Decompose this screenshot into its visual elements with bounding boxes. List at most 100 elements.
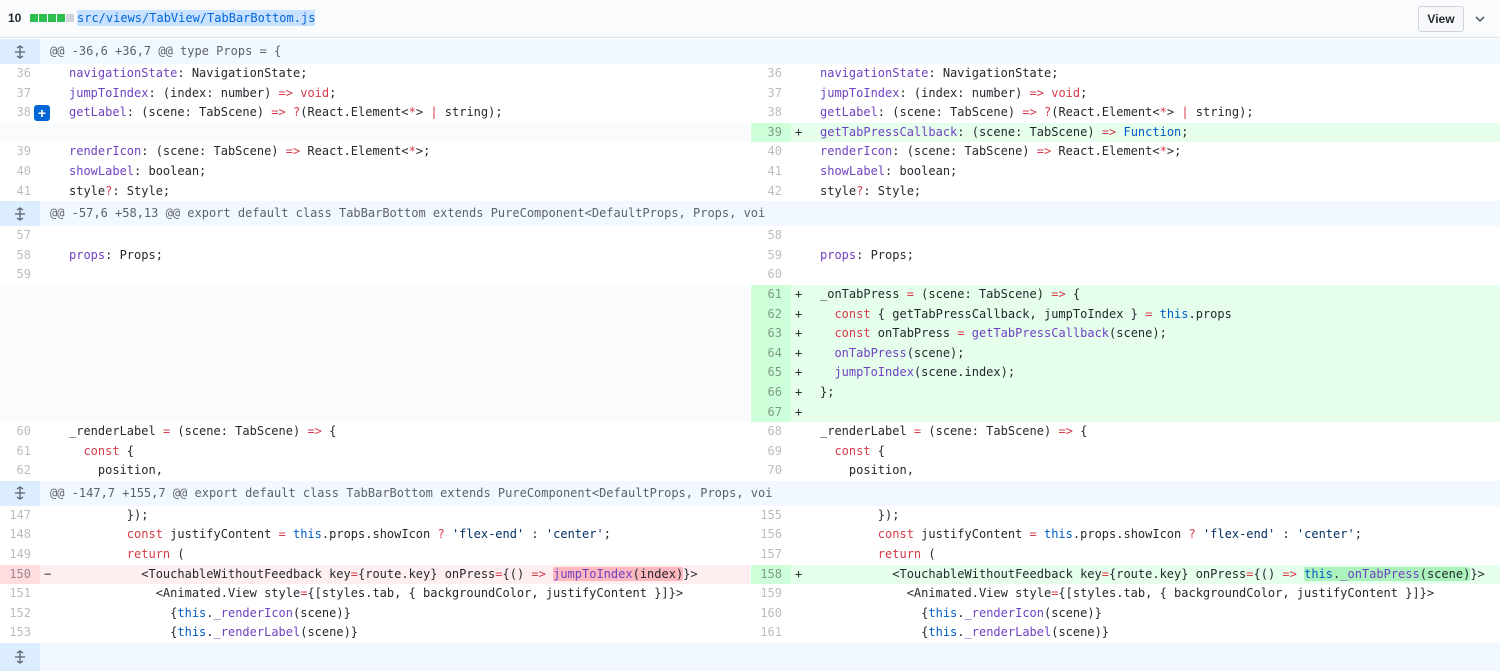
line-number[interactable]: 60	[16, 424, 31, 439]
line-number[interactable]: 160	[760, 605, 782, 620]
line-number[interactable]: 37	[767, 85, 782, 100]
line-number[interactable]: 40	[16, 163, 31, 178]
unfold-icon[interactable]	[0, 480, 40, 506]
code-line: const {	[83, 443, 135, 458]
code-line: showLabel: boolean;	[69, 163, 207, 178]
diff-stat-block-add	[57, 14, 65, 22]
line-number[interactable]: 62	[751, 304, 791, 325]
line-number[interactable]: 62	[16, 463, 31, 478]
right-line: 67+	[751, 402, 1500, 423]
right-line: 157 return (	[751, 545, 1500, 565]
line-number[interactable]: 157	[760, 547, 782, 562]
line-number[interactable]: 39	[16, 144, 31, 159]
line-number[interactable]: 68	[767, 424, 782, 439]
line-number[interactable]: 70	[767, 463, 782, 478]
line-number[interactable]: 42	[767, 183, 782, 198]
line-number[interactable]: 67	[751, 402, 791, 423]
hunk-header-text: @@ -57,6 +58,13 @@ export default class …	[50, 206, 766, 221]
line-number[interactable]: 59	[767, 247, 782, 262]
right-line: 159 <Animated.View style={[styles.tab, {…	[751, 584, 1500, 604]
diff-stat-block-neutral	[66, 14, 74, 22]
line-number[interactable]: 152	[9, 605, 31, 620]
chevron-down-icon[interactable]	[1470, 9, 1490, 29]
line-number[interactable]: 40	[767, 144, 782, 159]
diff-row: 62+ const { getTabPressCallback, jumpToI…	[0, 304, 1500, 325]
line-number[interactable]: 58	[767, 228, 782, 243]
unfold-icon[interactable]	[0, 643, 40, 671]
diff-row: 64+ onTabPress(scene);	[0, 343, 1500, 364]
right-line: 62+ const { getTabPressCallback, jumpToI…	[751, 304, 1500, 325]
code-line: const {	[834, 443, 886, 458]
diff-row: 39+getTabPressCallback: (scene: TabScene…	[0, 122, 1500, 143]
line-number[interactable]: 36	[16, 66, 31, 80]
addition-marker: +	[795, 326, 803, 341]
line-number[interactable]: 60	[767, 267, 782, 282]
line-number[interactable]: 41	[16, 183, 31, 198]
line-number[interactable]: 38	[767, 105, 782, 120]
code-line: onTabPress(scene);	[834, 345, 965, 360]
code-line: return (	[877, 547, 936, 562]
unfold-icon[interactable]	[0, 39, 40, 64]
left-line: 153 {this._renderLabel(scene)}	[0, 623, 750, 643]
line-number[interactable]: 58	[16, 247, 31, 262]
line-number[interactable]: 41	[767, 163, 782, 178]
left-line: 61 const {	[0, 442, 750, 462]
left-line: 150− <TouchableWithoutFeedback key={rout…	[0, 564, 750, 585]
code-line: });	[69, 507, 149, 522]
line-number[interactable]: 150	[0, 564, 40, 585]
diff-row: 66+};	[0, 382, 1500, 403]
line-number[interactable]: 69	[767, 443, 782, 458]
line-number[interactable]: 39	[751, 122, 791, 143]
unfold-icon[interactable]	[0, 201, 40, 227]
left-line	[0, 363, 750, 383]
diff-row: 150− <TouchableWithoutFeedback key={rout…	[0, 564, 1500, 585]
line-number[interactable]: 148	[9, 527, 31, 542]
line-number[interactable]: 36	[767, 66, 782, 80]
line-number[interactable]: 38	[16, 105, 31, 120]
line-number[interactable]: 155	[760, 507, 782, 522]
code-line: navigationState: NavigationState;	[820, 66, 1059, 80]
line-number[interactable]: 61	[16, 443, 31, 458]
left-line: 151 <Animated.View style={[styles.tab, {…	[0, 584, 750, 604]
line-number[interactable]: 153	[9, 625, 31, 640]
line-number[interactable]: 151	[9, 586, 31, 601]
line-number[interactable]: 66	[751, 382, 791, 403]
code-line: getLabel: (scene: TabScene) => ?(React.E…	[820, 105, 1254, 120]
code-line: style?: Style;	[69, 183, 171, 198]
line-number[interactable]: 64	[751, 343, 791, 364]
right-line: 69 const {	[751, 442, 1500, 462]
view-file-button[interactable]: View	[1418, 6, 1464, 32]
line-number[interactable]: 161	[760, 625, 782, 640]
line-number[interactable]: 147	[9, 507, 31, 522]
line-number[interactable]: 61	[751, 284, 791, 305]
left-line: 41 style?: Style;	[0, 182, 750, 202]
left-line	[0, 304, 750, 325]
right-line: 155 });	[751, 506, 1500, 526]
line-number[interactable]: 156	[760, 527, 782, 542]
diff-row: 151 <Animated.View style={[styles.tab, {…	[0, 584, 1500, 604]
diff-stat-count: 10	[8, 11, 22, 25]
diff-stat-block-add	[39, 14, 47, 22]
code-line: const onTabPress = getTabPressCallback(s…	[834, 326, 1167, 341]
code-line: {this._renderLabel(scene)}	[69, 625, 359, 640]
line-number[interactable]: 57	[16, 228, 31, 243]
changed-token: jumpToIndex(index)	[553, 566, 684, 581]
line-number[interactable]: 37	[16, 85, 31, 100]
hunk-header-text: @@ -36,6 +36,7 @@ type Props = {	[50, 44, 282, 58]
left-line	[0, 382, 750, 403]
line-number[interactable]: 65	[751, 363, 791, 383]
line-number[interactable]: 149	[9, 547, 31, 562]
plus-icon[interactable]: +	[34, 105, 50, 122]
file-path-link[interactable]: src/views/TabView/TabBarBottom.js	[77, 10, 316, 26]
line-number[interactable]: 159	[760, 586, 782, 601]
addition-marker: +	[795, 384, 803, 399]
line-number[interactable]: 63	[751, 324, 791, 344]
line-number[interactable]: 59	[16, 267, 31, 282]
code-line: style?: Style;	[820, 183, 922, 198]
code-line: _renderLabel = (scene: TabScene) => {	[820, 424, 1088, 439]
line-number[interactable]: 158	[751, 564, 791, 585]
